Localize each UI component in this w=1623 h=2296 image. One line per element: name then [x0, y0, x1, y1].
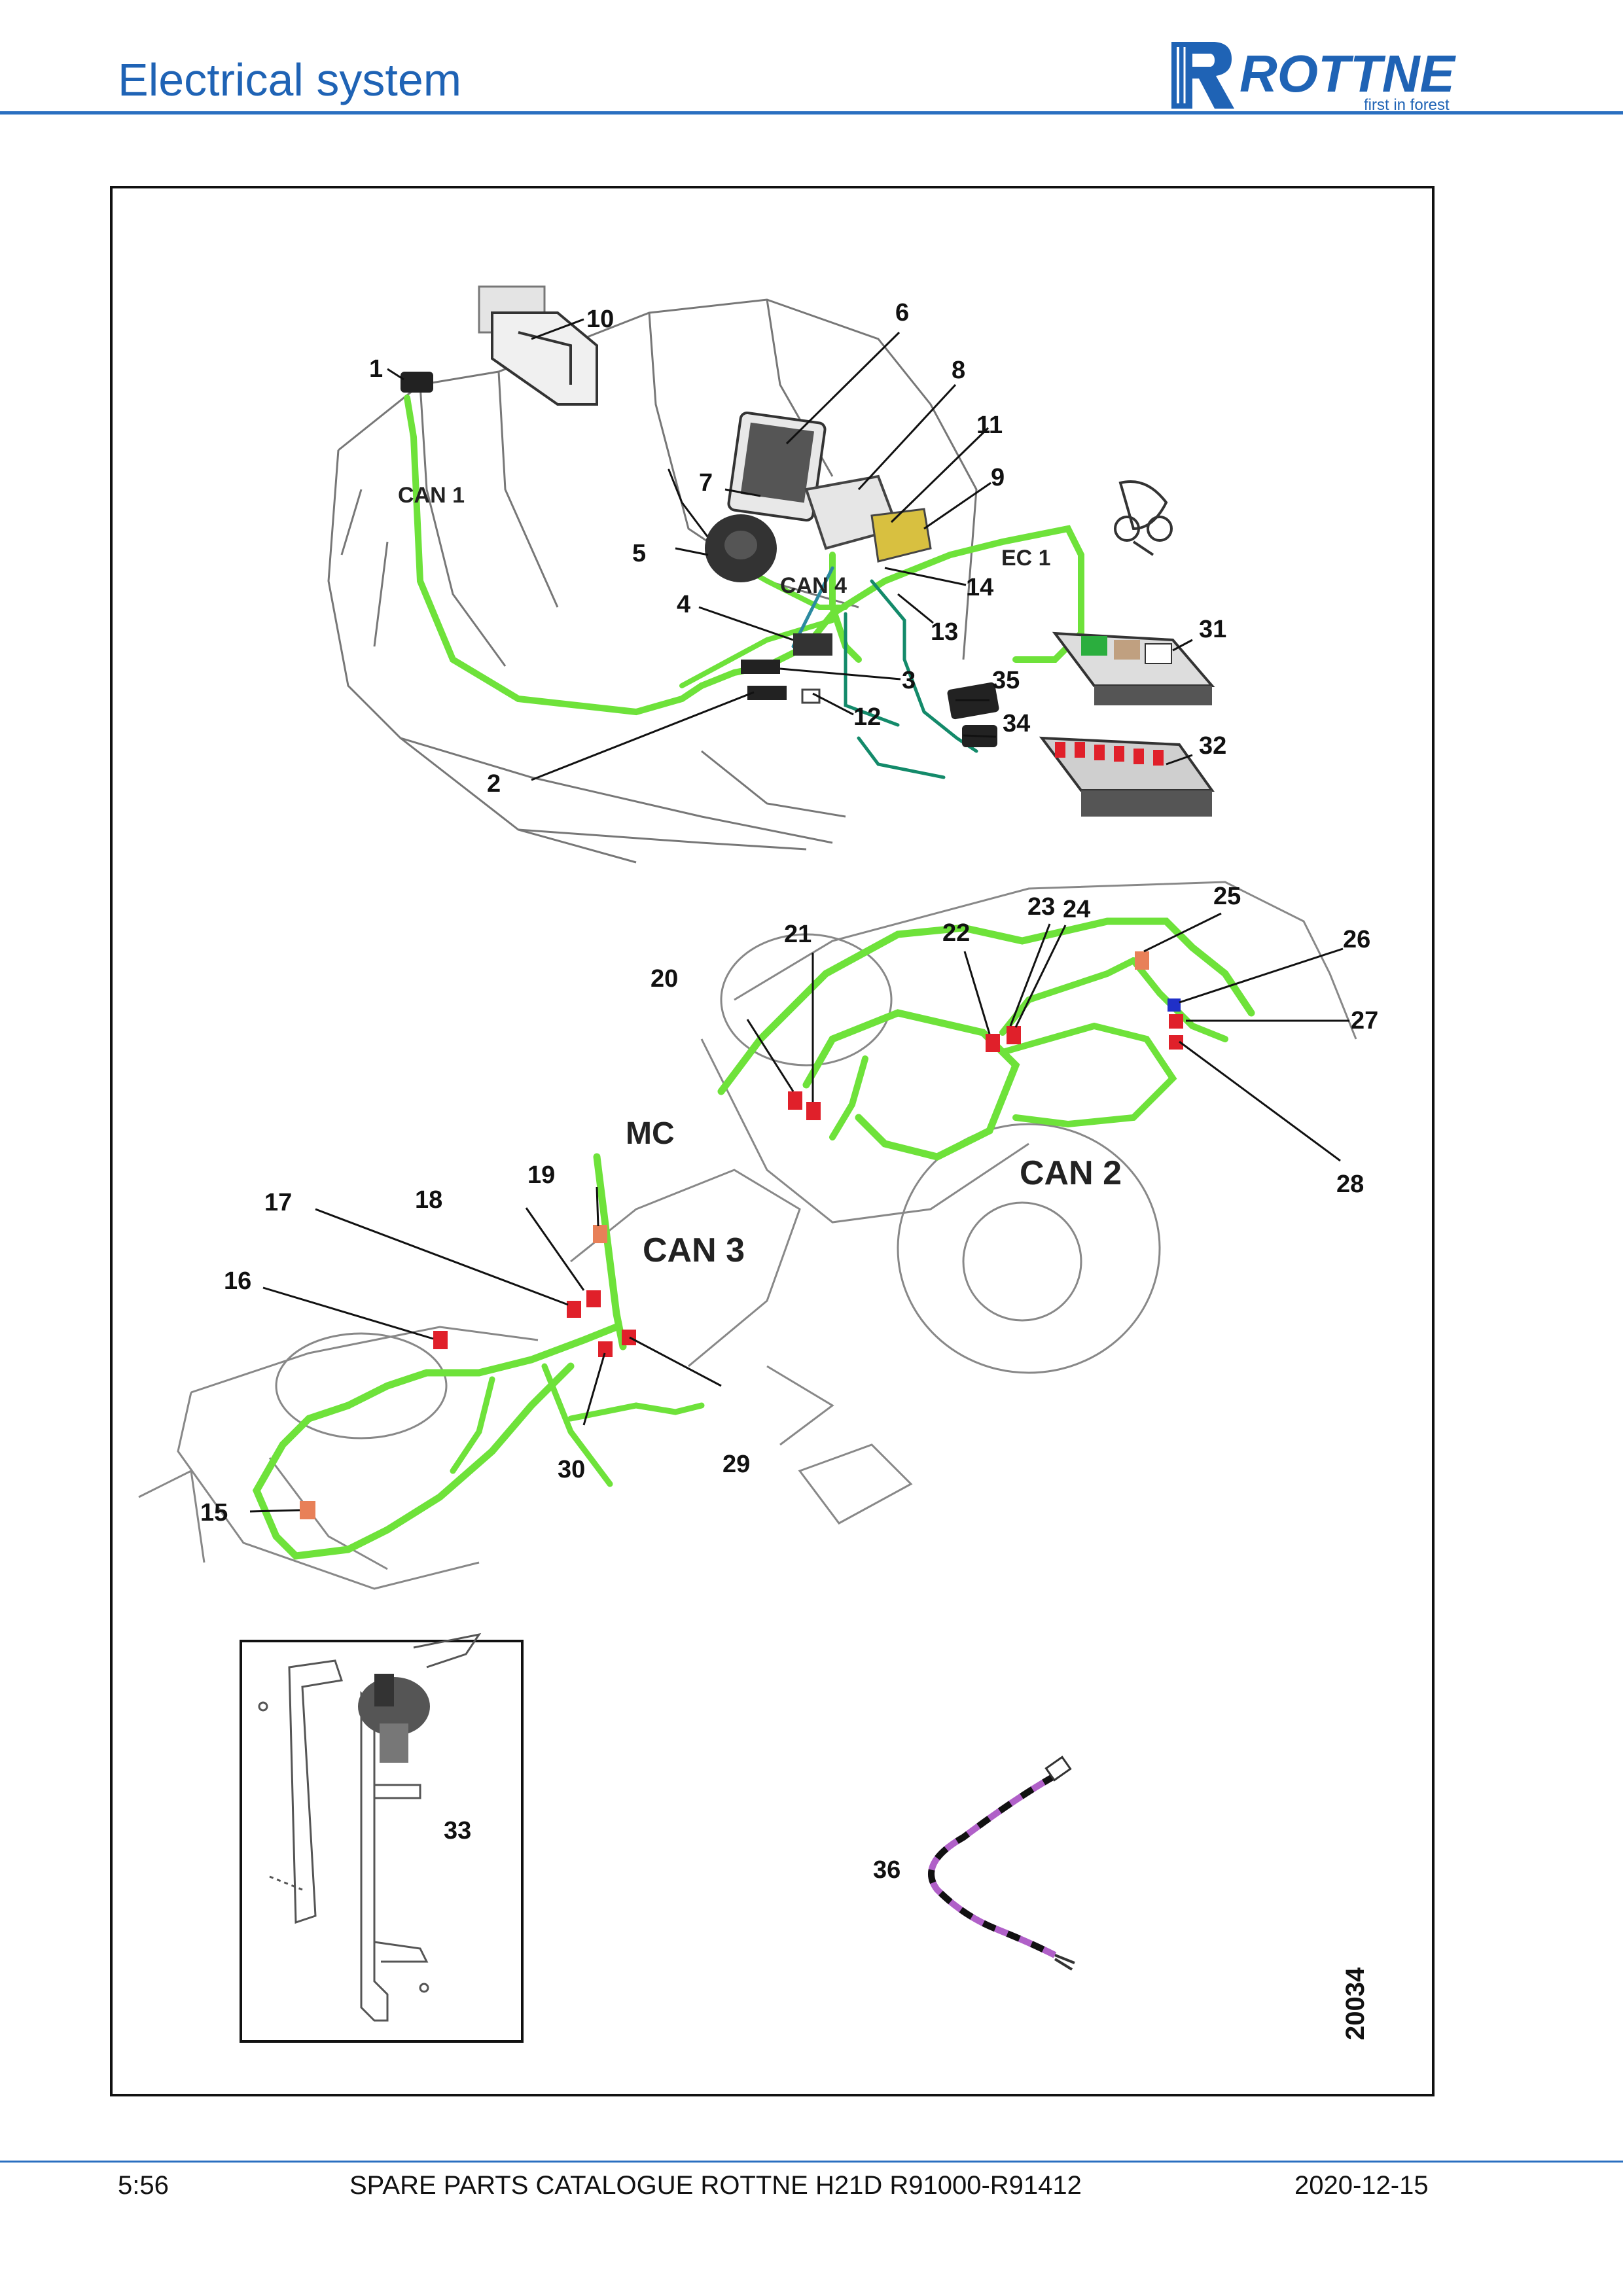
bracket-33: [258, 1633, 482, 2022]
mc-label: MC: [626, 1116, 675, 1151]
cab-outline: [327, 298, 978, 864]
callout-4: 4: [677, 591, 690, 618]
page-number: 5:56: [118, 2171, 169, 2200]
callout-1: 1: [369, 355, 383, 383]
callout-23: 23: [1027, 893, 1055, 921]
connector-1: [401, 372, 433, 393]
connector-15: [300, 1501, 315, 1519]
callout-19: 19: [527, 1161, 555, 1189]
drawing-number: 20034: [1341, 1967, 1370, 2040]
connector-26: [1168, 998, 1181, 1012]
brand-name: ROTTNE: [1240, 44, 1457, 103]
callout-20: 20: [651, 965, 678, 993]
callout-8: 8: [952, 357, 965, 384]
joystick-5-top: [724, 531, 757, 559]
callout-27: 27: [1351, 1007, 1378, 1034]
module-3: [741, 660, 780, 674]
callout-36: 36: [873, 1856, 901, 1884]
leader-lines: [249, 318, 1349, 1513]
callout-9: 9: [991, 464, 1005, 491]
callout-30: 30: [558, 1456, 585, 1483]
fuse-box-31: [1052, 631, 1215, 705]
page-title: Electrical system: [118, 54, 462, 105]
callout-7: 7: [699, 469, 713, 497]
figure-frame: CAN 1 CAN 4 EC 1 MC CAN 2 CAN 3: [110, 186, 1435, 2096]
connector-22: [986, 1034, 1000, 1052]
connector-16: [433, 1331, 448, 1349]
beacon-33-lamp: [374, 1674, 394, 1706]
brand-tagline: first in forest: [1364, 96, 1450, 114]
seat-icon: [1114, 480, 1173, 556]
bus-labels: CAN 1 CAN 4 EC 1 MC CAN 2 CAN 3: [398, 483, 1122, 1269]
fuse-box-32: [1039, 736, 1215, 817]
callout-21: 21: [784, 921, 812, 948]
callout-6: 6: [895, 299, 909, 327]
bracket-10: [491, 311, 598, 406]
callout-31: 31: [1199, 616, 1226, 643]
connector-18: [586, 1290, 601, 1307]
callout-26: 26: [1343, 926, 1370, 953]
callout-22: 22: [942, 919, 970, 947]
callout-10: 10: [586, 306, 614, 333]
callout-12: 12: [853, 703, 881, 731]
connector-19: [593, 1225, 607, 1243]
connector-21: [806, 1102, 821, 1120]
connector-29: [622, 1330, 636, 1345]
callout-25: 25: [1213, 883, 1241, 910]
electrical-diagram: CAN 1 CAN 4 EC 1 MC CAN 2 CAN 3: [138, 285, 1378, 2043]
callout-29: 29: [722, 1451, 750, 1478]
ec1-label: EC 1: [1001, 546, 1051, 571]
detail-33-box: [240, 1633, 524, 2043]
callout-24: 24: [1063, 896, 1090, 923]
connector-28: [1169, 1035, 1183, 1050]
callout-33: 33: [444, 1817, 471, 1845]
callout-3: 3: [902, 667, 916, 694]
beacon-33-base: [380, 1723, 408, 1763]
chassis-harness: [252, 917, 1255, 1560]
harness-connectors: [300, 951, 1183, 1519]
can1-label: CAN 1: [398, 483, 465, 508]
connector-27: [1169, 1014, 1183, 1029]
can4-label: CAN 4: [780, 573, 847, 598]
rottne-logo: ROTTNE first in forest: [1171, 42, 1457, 114]
callout-2: 2: [487, 770, 501, 798]
connector-23: [1007, 1026, 1021, 1044]
callout-34: 34: [1003, 710, 1030, 737]
callout-32: 32: [1199, 732, 1226, 760]
callout-14: 14: [966, 574, 993, 601]
callout-13: 13: [931, 618, 958, 646]
catalogue-title: SPARE PARTS CATALOGUE ROTTNE H21D R91000…: [349, 2171, 1082, 2200]
footer-rule: [0, 2161, 1623, 2163]
callout-18: 18: [415, 1186, 442, 1214]
callout-28: 28: [1336, 1171, 1364, 1198]
module-9: [870, 508, 932, 563]
module-4: [793, 633, 832, 656]
connector-20: [788, 1091, 802, 1110]
callout-5: 5: [632, 540, 646, 567]
display-6-screen: [740, 422, 815, 503]
machine-outline: [138, 881, 1357, 1590]
connector-25: [1135, 951, 1149, 970]
can3-label: CAN 3: [643, 1231, 745, 1269]
can2-label: CAN 2: [1020, 1154, 1122, 1192]
connector-30: [598, 1341, 613, 1357]
cable-36: [928, 1756, 1075, 1971]
callout-numbers: 1 2 3 4 5 6 7 8 9 10 11 12 13 14 15 16 1…: [200, 299, 1378, 1884]
callout-35: 35: [992, 667, 1020, 694]
module-2: [747, 686, 787, 700]
callout-11: 11: [976, 412, 1003, 439]
cab-components: [401, 311, 1215, 817]
header-rule: [0, 111, 1623, 115]
callout-16: 16: [224, 1267, 251, 1295]
callout-15: 15: [200, 1499, 228, 1527]
catalogue-date: 2020-12-15: [1294, 2171, 1429, 2200]
connector-17: [567, 1301, 581, 1318]
rottne-logo-mark: [1171, 42, 1234, 109]
callout-17: 17: [264, 1189, 292, 1216]
